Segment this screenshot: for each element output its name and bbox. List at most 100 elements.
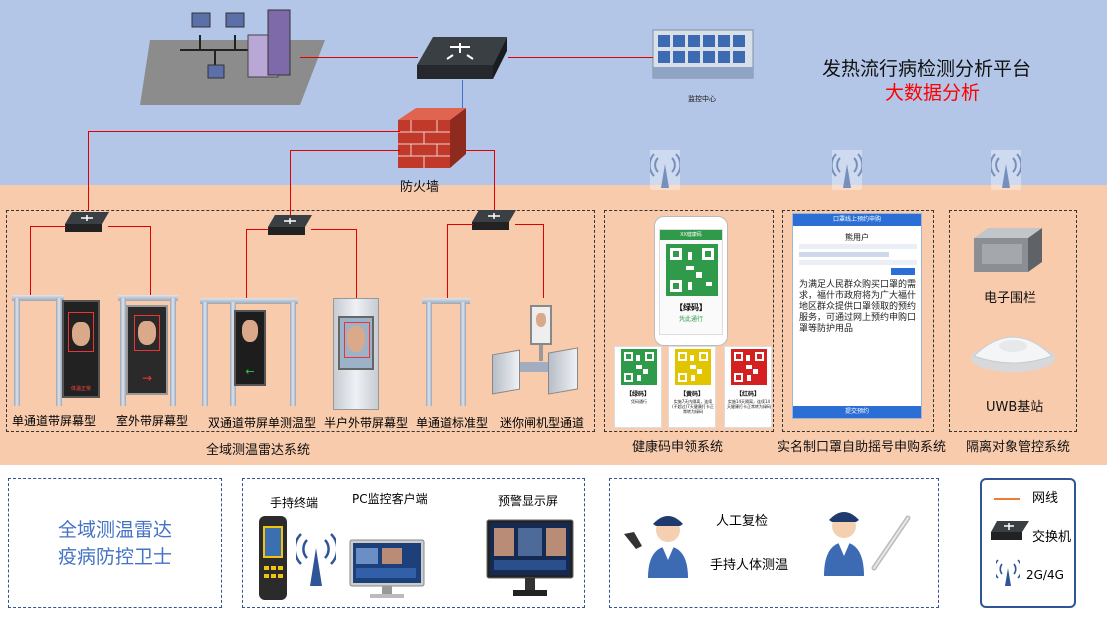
platform-subtitle: 大数据分析	[885, 82, 981, 104]
wire	[508, 57, 653, 58]
mask-system-group	[782, 210, 934, 432]
wire	[30, 226, 66, 227]
electronic-fence-icon	[974, 228, 1042, 272]
wireless-icon	[832, 150, 862, 190]
device-label: 室外带屏幕型	[116, 414, 189, 428]
wire	[246, 229, 247, 298]
legend-label-switch: 交换机	[1032, 530, 1072, 545]
firewall-icon	[398, 108, 466, 168]
alert-display-icon	[486, 519, 574, 596]
wire	[311, 229, 356, 230]
phone-code-label: 【绿码】	[675, 303, 707, 312]
firewall-label: 防火墙	[400, 180, 440, 195]
health-code-card: 【绿码】凭码通行	[614, 346, 662, 428]
slogan-line-2: 疫病防控卫士	[57, 546, 172, 568]
phone-header: XX健康码	[660, 230, 722, 240]
device-label: 双通道带屏单测温型	[208, 416, 317, 430]
switch-icon	[991, 521, 1029, 540]
radar-system-label: 全域测温雷达系统	[206, 443, 311, 458]
qr-code-icon	[675, 349, 711, 385]
wire	[447, 224, 473, 225]
pc-client-label: PC监控客户端	[352, 492, 428, 506]
device-label: 单通道标准型	[416, 416, 489, 430]
mask-system-label: 实名制口罩自助摇号申购系统	[777, 440, 947, 455]
device-label: 单通道带屏幕型	[12, 414, 97, 428]
officer-with-thermometer-icon	[624, 516, 688, 578]
wire	[150, 226, 151, 298]
device-label: 半户外带屏幕型	[324, 416, 409, 430]
wire	[30, 226, 31, 298]
qr-code-icon	[621, 349, 657, 385]
mask-submit-button[interactable]: 提交预约	[793, 406, 921, 418]
health-code-label: 健康码申领系统	[632, 440, 724, 455]
health-code-desc: 实施7天内隔离，连续(不超过)7天健康打卡正常转为绿码	[672, 399, 714, 414]
uwb-base-station-icon	[971, 336, 1055, 372]
legend-label-cable: 网线	[1032, 491, 1059, 506]
qr-code-icon	[666, 244, 718, 296]
wire	[356, 229, 357, 298]
screen-arrow: →	[141, 371, 153, 385]
health-code-card: 【红码】实施14天隔离，连续14天健康打卡正常转为绿码	[724, 346, 772, 428]
health-code-desc: 实施14天隔离，连续14天健康打卡正常转为绿码	[727, 399, 771, 409]
wire	[88, 131, 89, 211]
wire	[108, 226, 150, 227]
system-band	[0, 185, 1107, 465]
health-code-group	[604, 210, 774, 432]
fence-label: 电子围栏	[984, 291, 1037, 306]
monitor-center-icon	[652, 29, 754, 79]
legend: 网线 交换机 2G/4G	[980, 478, 1076, 608]
wire	[246, 229, 269, 230]
handheld-terminal-icon	[259, 516, 287, 600]
mask-notice: 为满足人民群众购买口罩的需求，福什市政府将为广大福什地区群众提供口罩领取的预约服…	[799, 280, 917, 335]
wire	[290, 150, 291, 215]
wire	[290, 150, 400, 151]
slogan-line-1: 全域测温雷达	[57, 519, 172, 541]
isolation-group	[949, 210, 1077, 432]
mask-app-screen: 口罩线上预约申购 熊用户 为满足人民群众购买口罩的需求，福什市政府将为广大福什地…	[792, 213, 922, 419]
switch-icon	[472, 210, 516, 230]
manual-check-panel	[609, 478, 939, 608]
core-switch-icon	[417, 37, 507, 79]
qr-code-icon	[731, 349, 767, 385]
uwb-label: UWB基站	[986, 400, 1044, 415]
platform-title: 发热流行病检测分析平台	[822, 58, 1032, 80]
wire	[300, 57, 418, 58]
terminals-panel	[242, 478, 585, 608]
wireless-icon	[996, 559, 1020, 586]
phone-mockup: XX健康码 【绿码】 凭此通行	[654, 216, 728, 346]
screen-arrow: ←	[245, 365, 255, 378]
slogan-panel: 全域测温雷达 疫病防控卫士	[8, 478, 222, 608]
pc-monitor-icon	[349, 539, 425, 598]
wire	[515, 224, 543, 225]
wire	[494, 150, 495, 210]
alert-screen-label: 预警显示屏	[498, 494, 559, 508]
network-cable-legend-line	[994, 498, 1020, 500]
health-code-name: 【红码】	[735, 391, 760, 398]
monitor-center-label: 监控中心	[688, 95, 716, 103]
wire	[543, 224, 544, 298]
mask-app-header: 口罩线上预约申购	[793, 214, 921, 226]
health-code-card: 【黄码】实施7天内隔离，连续(不超过)7天健康打卡正常转为绿码	[668, 346, 716, 428]
legend-label-wireless: 2G/4G	[1026, 568, 1064, 582]
health-code-name: 【黄码】	[679, 391, 704, 398]
wireless-icon	[991, 150, 1021, 190]
health-code-name: 【绿码】	[625, 391, 650, 398]
handheld-temp-label: 手持人体测温	[710, 558, 789, 573]
wire	[466, 150, 494, 151]
switch-icon	[268, 215, 312, 235]
office-lan-icon	[140, 9, 325, 105]
screen-text: 体温正常	[70, 386, 91, 392]
manual-recheck-label: 人工复检	[716, 514, 769, 529]
device-label: 迷你闸机型通道	[500, 416, 585, 430]
mask-user-name: 熊用户	[845, 233, 869, 242]
switch-icon	[65, 212, 109, 232]
officer-with-thermometer-icon	[824, 512, 911, 576]
wire	[447, 224, 448, 298]
isolation-label: 隔离对象管控系统	[966, 440, 1071, 455]
wire-blue	[462, 80, 463, 112]
phone-code-sub: 凭此通行	[678, 316, 703, 323]
handheld-label: 手持终端	[270, 496, 319, 510]
health-code-desc: 凭码通行	[631, 399, 647, 404]
wireless-icon	[296, 533, 336, 586]
wire	[88, 131, 400, 132]
